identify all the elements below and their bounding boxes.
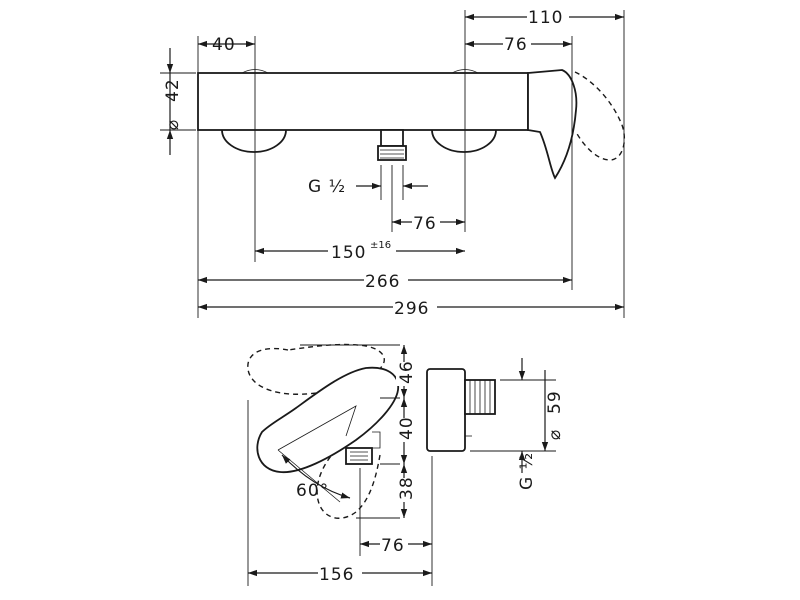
dim-59-diameter-symbol: ⌀ [545,429,565,440]
g-half-top: G ½ [308,177,346,197]
right-rosette [431,129,497,153]
dim-40-top: 40 [212,35,236,55]
wall-block [426,368,466,452]
side-view: 46 40 38 ⌀ 59 G ½ 60° 76 156 [247,343,565,586]
dim-76-top: 76 [504,35,528,55]
dim-42: 42 [163,78,183,102]
handle-side [256,366,399,473]
dim-76-side: 76 [381,536,405,556]
dim-266: 266 [365,272,400,292]
top-view: 40 110 76 ⌀ 42 G ½ 76 150 ±16 266 [160,6,626,319]
angle-60: 60° [296,481,329,501]
dim-38: 38 [397,476,417,500]
dim-76-mid: 76 [413,214,437,234]
mixer-body-top [197,72,529,131]
dim-46: 46 [397,360,417,384]
dim-156: 156 [319,565,354,585]
outlet-connector [380,129,404,147]
g-half-side: G ½ [517,452,537,490]
handle-rotated-outline [574,71,626,161]
left-rosette [221,129,287,153]
dim-42-diameter-symbol: ⌀ [163,119,183,130]
dim-110: 110 [528,8,563,28]
outlet-thread [377,145,407,161]
handle-top [527,69,578,180]
dim-40-side: 40 [397,416,417,440]
handle-inner-edge [277,405,357,451]
dim-150-tolerance: ±16 [370,240,391,251]
dim-59: 59 [545,390,565,414]
dim-296: 296 [394,299,429,319]
dim-150: 150 [331,243,366,263]
